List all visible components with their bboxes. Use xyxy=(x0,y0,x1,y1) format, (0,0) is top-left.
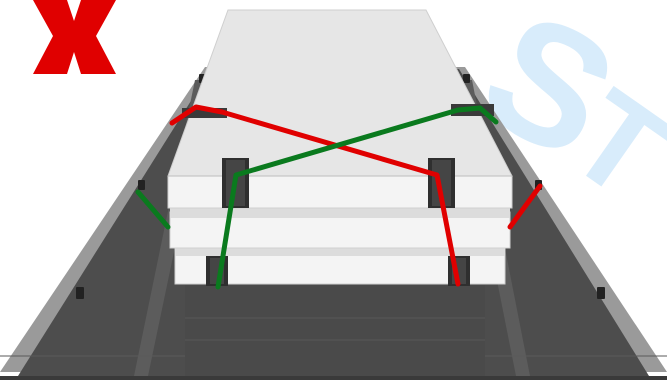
deck-shadow xyxy=(185,285,485,376)
side-strap-green xyxy=(135,189,171,230)
edge-protector-inner xyxy=(432,160,451,206)
lashing-straps xyxy=(135,104,543,290)
trailer-front-edge xyxy=(0,376,667,380)
lashing-point xyxy=(138,180,145,190)
load-layer-middle-top xyxy=(170,208,510,218)
lashing-point xyxy=(463,74,470,83)
load-layer-bottom-top xyxy=(175,246,505,256)
crossed-strap-red xyxy=(169,104,461,287)
red-x-icon xyxy=(33,0,116,74)
load-layer-top-surface xyxy=(167,9,513,177)
side-strap-red xyxy=(507,183,543,230)
lashing-point xyxy=(76,287,84,299)
lashing-point xyxy=(597,287,605,299)
crossed-strap-green xyxy=(215,105,499,290)
load-layer-top-side xyxy=(167,175,513,209)
incorrect-indicator xyxy=(33,0,116,74)
